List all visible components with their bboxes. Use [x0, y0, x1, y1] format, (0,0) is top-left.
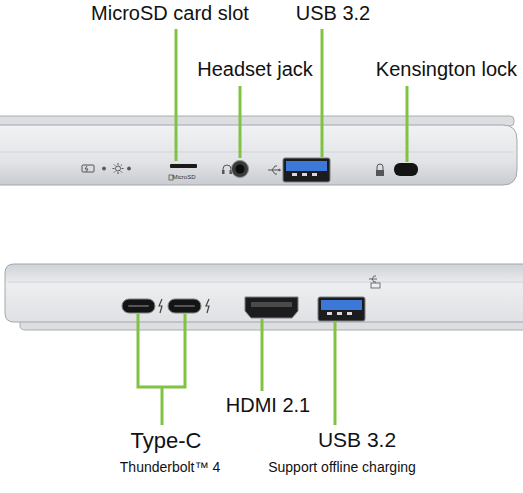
port-callout: USB 3.2 [296, 2, 370, 25]
port-marking: MicroSD [172, 174, 195, 181]
leader-line [261, 319, 264, 391]
hdmi-port [245, 297, 298, 318]
status-icons [85, 166, 88, 172]
usb-port-bottom [369, 276, 377, 282]
usb-port-bottom [347, 312, 352, 315]
port-callout: Headset jack [197, 58, 313, 81]
laptop-right-side [0, 116, 517, 185]
leader-line [334, 322, 337, 425]
headset-jack [222, 161, 249, 178]
headset-jack [236, 165, 245, 174]
hdmi-port [245, 297, 298, 318]
port-callout: USB 3.2 [318, 428, 396, 452]
status-icons [116, 166, 121, 171]
type-c-port [168, 299, 201, 313]
kensington-lock [394, 163, 418, 176]
hdmi-port [251, 302, 292, 307]
port-callout: HDMI 2.1 [226, 394, 310, 417]
leader-line [176, 29, 407, 162]
kensington-lock [376, 170, 384, 176]
port-callout: Kensington lock [376, 58, 517, 81]
headset-jack [232, 161, 249, 178]
headset-jack [222, 170, 225, 174]
usb-port-top [283, 158, 330, 182]
usb-port-bottom [371, 283, 380, 288]
leader-line [138, 314, 335, 425]
type-c-port [122, 299, 209, 313]
type-c-port [159, 299, 209, 313]
leader-line [138, 314, 185, 387]
type-c-port [122, 299, 155, 313]
status-icons [103, 167, 106, 170]
status-icons [82, 163, 131, 174]
usb-port-top [312, 173, 317, 176]
laptop-left-side [5, 264, 523, 322]
leader-line [239, 86, 242, 158]
usb-port-top [286, 161, 327, 171]
status-icons [113, 163, 124, 174]
usb-port-bottom [318, 276, 380, 321]
leader-line [175, 29, 178, 161]
usb-port-top [268, 166, 280, 174]
usb-port-bottom [337, 312, 342, 315]
type-c-port [128, 305, 149, 307]
laptop-left-side [5, 264, 523, 330]
status-icons [82, 165, 94, 172]
status-icons [128, 167, 131, 170]
usb-port-bottom [318, 297, 365, 321]
microsd-slot [170, 164, 197, 168]
usb-port-top [292, 173, 297, 176]
leader-line [406, 86, 409, 162]
port-callout: MicroSD card slot [91, 2, 249, 25]
kensington-lock [376, 163, 418, 176]
usb-port-bottom [327, 312, 332, 315]
type-c-port [174, 305, 195, 307]
port-note: Thunderbolt™ 4 [120, 459, 220, 475]
laptop-left-side [8, 282, 523, 283]
kensington-lock [377, 164, 383, 171]
laptop-right-side [0, 125, 517, 185]
usb-port-top [268, 158, 330, 182]
microsd-slot [169, 175, 173, 180]
usb-port-bottom [321, 300, 362, 310]
microsd-slot [169, 164, 197, 180]
leader-line [161, 387, 164, 425]
port-note: Support offline charging [268, 459, 416, 475]
usb-port-top [302, 173, 307, 176]
leader-line [321, 29, 324, 157]
port-callout: Type-C [131, 428, 202, 453]
laptop-right-side [0, 152, 514, 153]
